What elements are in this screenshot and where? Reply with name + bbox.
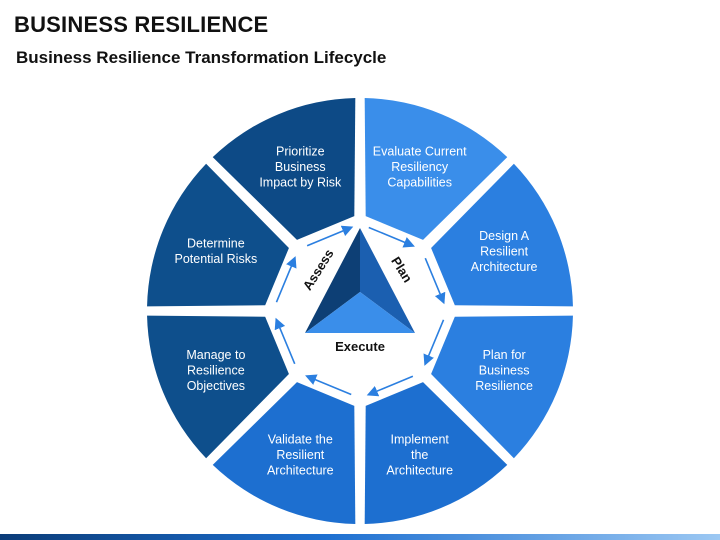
segment-label-line: Validate the: [268, 433, 333, 447]
segment-label-line: the: [411, 448, 428, 462]
cycle-arrow: [368, 226, 415, 248]
cycle-arrow: [306, 225, 354, 247]
segment-label-line: Resilience: [475, 379, 533, 393]
lifecycle-segment-7: [147, 163, 289, 307]
lifecycle-segment-1: [364, 98, 508, 240]
segment-label-line: Business: [479, 364, 530, 378]
segment-label-line: Determine: [187, 237, 245, 251]
execute-label: Execute: [335, 339, 385, 354]
lifecycle-segment-3: [431, 315, 573, 459]
triangle-assess-face: [305, 228, 360, 333]
cycle-arrow: [423, 319, 445, 366]
segment-label-line: Architecture: [471, 260, 538, 274]
core-triangle: Assess Plan Execute: [300, 228, 415, 354]
cycle-arrow: [275, 256, 297, 303]
page-title: BUSINESS RESILIENCE: [14, 12, 269, 37]
lifecycle-segment-5: [212, 382, 356, 524]
segment-label-line: Plan for: [483, 348, 526, 362]
lifecycle-segment-4: [364, 382, 508, 524]
cycle-arrow: [274, 317, 296, 365]
segment-label-line: Business: [275, 160, 326, 174]
segment-label-line: Resiliency: [391, 160, 449, 174]
triangle-execute-face: [305, 292, 415, 333]
lifecycle-segment-6: [147, 315, 289, 459]
segment-label-line: Objectives: [187, 379, 245, 393]
segment-label-line: Resilient: [480, 244, 528, 258]
footer-accent-bar: [0, 534, 720, 540]
lifecycle-segment-8: [212, 98, 356, 240]
cycle-arrow: [366, 375, 414, 397]
segment-label-line: Resilient: [276, 448, 324, 462]
segment-label-line: Potential Risks: [175, 252, 258, 266]
lifecycle-segment-2: [431, 163, 573, 307]
segment-label-line: Prioritize: [276, 144, 325, 158]
page-subtitle: Business Resilience Transformation Lifec…: [16, 48, 387, 67]
triangle-plan-face: [360, 228, 415, 333]
plan-label: Plan: [388, 254, 415, 285]
segment-label-line: Capabilities: [387, 175, 452, 189]
segment-label-line: Implement: [391, 433, 450, 447]
cycle-arrow: [424, 257, 446, 305]
segment-label-line: Resilience: [187, 364, 245, 378]
segment-label-line: Design A: [479, 229, 530, 243]
segment-label-line: Architecture: [386, 464, 453, 478]
segment-label-line: Impact by Risk: [259, 175, 342, 189]
segment-label-line: Architecture: [267, 464, 334, 478]
cycle-arrow: [305, 374, 352, 396]
segment-label-line: Manage to: [186, 348, 245, 362]
segment-label-line: Evaluate Current: [373, 144, 467, 158]
